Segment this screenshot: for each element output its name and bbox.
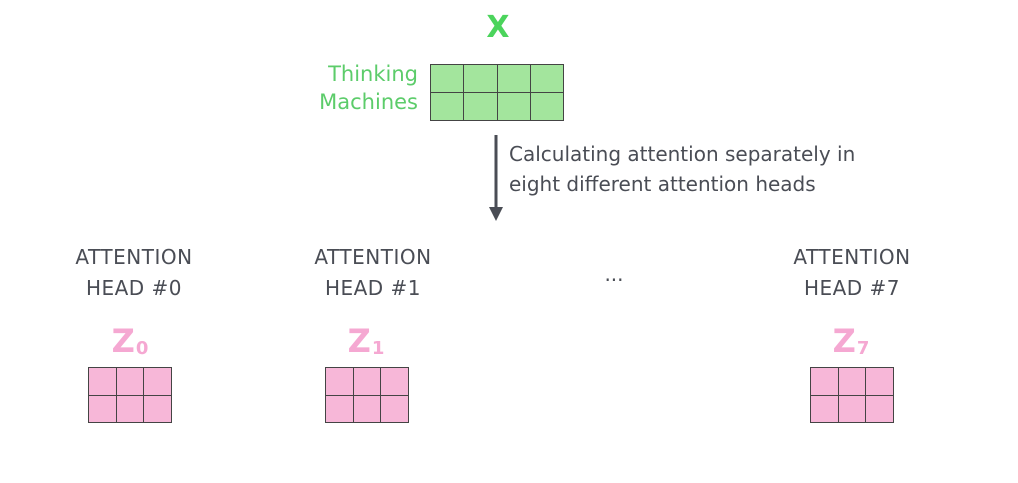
caption-line-1: Calculating attention separately in	[509, 142, 856, 166]
z-matrix-cell	[866, 395, 893, 422]
input-matrix-cell	[431, 93, 464, 120]
input-matrix-cell	[530, 93, 563, 120]
head-7-line-2: HEAD #7	[803, 276, 901, 300]
z-matrix-cell	[326, 395, 353, 422]
process-caption: Calculating attention separately in eigh…	[509, 139, 929, 199]
z-7-subscript: 7	[856, 338, 870, 359]
z-7-matrix	[810, 367, 894, 423]
input-matrix-cell	[497, 65, 530, 92]
z-matrix-cell	[116, 395, 144, 422]
ellipsis: ...	[604, 262, 624, 286]
z-matrix-cell	[326, 368, 353, 395]
caption-line-2: eight different attention heads	[509, 172, 816, 196]
input-matrix	[430, 64, 564, 121]
head-0-line-1: ATTENTION	[75, 245, 193, 269]
z-0-letter: Z	[111, 322, 135, 360]
z-7-letter: Z	[832, 322, 856, 360]
z-7-label: Z7	[821, 322, 881, 360]
z-1-label: Z1	[336, 322, 396, 360]
head-0-line-2: HEAD #0	[85, 276, 183, 300]
input-matrix-label: X	[486, 10, 510, 45]
input-matrix-cell	[464, 65, 497, 92]
z-matrix-cell	[838, 395, 866, 422]
input-matrix-cell	[497, 93, 530, 120]
input-matrix-cell	[464, 93, 497, 120]
z-matrix-cell	[811, 395, 838, 422]
head-1-line-2: HEAD #1	[324, 276, 422, 300]
z-matrix-cell	[838, 368, 866, 395]
z-matrix-cell	[89, 368, 116, 395]
z-0-subscript: 0	[135, 338, 149, 359]
z-matrix-cell	[144, 395, 171, 422]
input-matrix-cell	[431, 65, 464, 92]
z-0-matrix	[88, 367, 172, 423]
z-matrix-cell	[381, 368, 408, 395]
attention-head-1-label: ATTENTION HEAD #1	[283, 242, 463, 304]
input-word-machines: Machines	[319, 90, 418, 114]
input-matrix-cell	[530, 65, 563, 92]
attention-head-7-label: ATTENTION HEAD #7	[762, 242, 942, 304]
z-0-label: Z0	[100, 322, 160, 360]
attention-head-0-label: ATTENTION HEAD #0	[44, 242, 224, 304]
head-1-line-1: ATTENTION	[314, 245, 432, 269]
z-matrix-cell	[144, 368, 171, 395]
z-matrix-cell	[811, 368, 838, 395]
z-matrix-cell	[116, 368, 144, 395]
z-1-letter: Z	[347, 322, 371, 360]
head-7-line-1: ATTENTION	[793, 245, 911, 269]
z-matrix-cell	[381, 395, 408, 422]
z-1-matrix	[325, 367, 409, 423]
z-matrix-cell	[866, 368, 893, 395]
input-word-thinking: Thinking	[328, 62, 418, 86]
down-arrow-icon	[489, 135, 503, 221]
z-matrix-cell	[353, 395, 381, 422]
z-matrix-cell	[89, 395, 116, 422]
z-matrix-cell	[353, 368, 381, 395]
z-1-subscript: 1	[371, 338, 385, 359]
